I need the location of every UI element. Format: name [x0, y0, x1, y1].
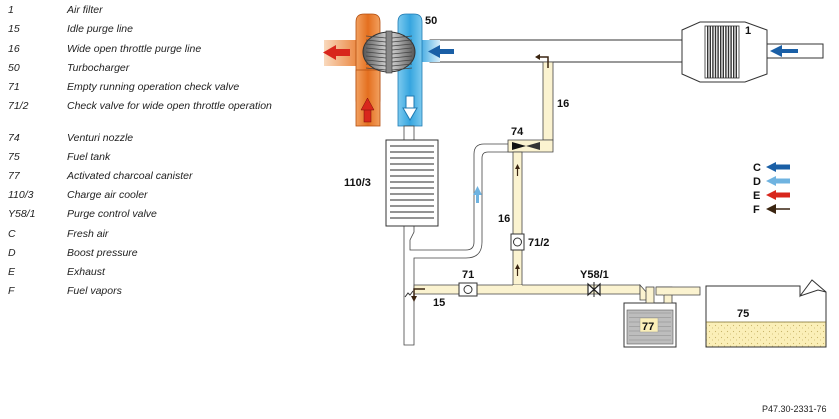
label-wot-line-mid: 16	[498, 213, 510, 225]
key-letter-d: D	[753, 176, 761, 188]
charge-air-cooler	[385, 139, 439, 227]
label-check-valve-wot: 71/2	[528, 237, 549, 249]
label-air-filter: 1	[745, 25, 751, 37]
legend-description: Air filter	[67, 4, 103, 16]
legend-code: 110/3	[8, 189, 34, 201]
air-filter	[681, 21, 768, 83]
reference-number: P47.30-2331-76	[762, 404, 827, 414]
legend-code: 71	[8, 81, 20, 93]
legend-description: Charge air cooler	[67, 189, 148, 201]
check-valve-71	[458, 282, 478, 297]
tank-vent-line	[655, 286, 701, 304]
legend-description: Activated charcoal canister	[67, 170, 193, 182]
label-canister: 77	[642, 321, 654, 333]
key-arrowhead-e	[766, 190, 776, 200]
turbocharger	[324, 13, 440, 127]
legend-description: Idle purge line	[67, 23, 133, 35]
legend-code: E	[8, 266, 16, 278]
key-arrowhead-f	[766, 204, 776, 214]
key-letter-e: E	[753, 190, 760, 202]
vapor-arrow-idle	[411, 288, 425, 302]
label-idle-line: 15	[433, 297, 445, 309]
venturi-nozzle	[507, 139, 554, 153]
label-venturi: 74	[511, 126, 524, 138]
wot-purge-line-upper	[542, 61, 554, 141]
idle-purge-line	[413, 283, 649, 301]
legend-description: Venturi nozzle	[67, 132, 134, 144]
fresh-air-arrow-turbo	[428, 45, 454, 58]
vapor-arrow-top	[535, 54, 549, 68]
legend-description: Turbocharger	[67, 62, 130, 74]
label-purge-valve: Y58/1	[580, 269, 609, 281]
key-arrowhead-c	[766, 162, 776, 172]
legend-description: Check valve for wide open throttle opera…	[67, 100, 272, 112]
legend-description: Fresh air	[67, 228, 109, 240]
legend-code: F	[8, 285, 15, 297]
charcoal-canister	[623, 286, 677, 348]
legend-code: 15	[8, 23, 20, 35]
legend-code: 71/2	[8, 100, 29, 112]
legend-code: 50	[8, 62, 20, 74]
key-letter-c: C	[753, 162, 761, 174]
legend-code: 1	[8, 4, 14, 16]
legend-code: D	[8, 247, 16, 259]
legend-description: Exhaust	[67, 266, 105, 278]
label-wot-line-top: 16	[557, 98, 569, 110]
throttle-symbol	[404, 290, 414, 298]
vapor-arrow-wot-1	[515, 164, 520, 176]
legend-description: Fuel tank	[67, 151, 111, 163]
legend-code: C	[8, 228, 16, 240]
boost-arrow-down	[402, 95, 418, 121]
fuel-tank	[705, 279, 827, 348]
boost-return-line	[403, 125, 513, 346]
key-arrow-c	[774, 164, 790, 170]
boost-arrow-return	[473, 186, 482, 203]
key-arrowhead-d	[766, 176, 776, 186]
label-cooler: 110/3	[344, 177, 371, 189]
key-letter-f: F	[753, 204, 760, 216]
legend-description: Fuel vapors	[67, 285, 122, 297]
legend-description: Wide open throttle purge line	[67, 43, 202, 55]
legend-description: Purge control valve	[67, 208, 157, 220]
legend-code: Y58/1	[8, 208, 36, 220]
check-valve-71-2	[510, 233, 525, 251]
legend-code: 77	[8, 170, 20, 182]
label-fuel-tank: 75	[737, 308, 749, 320]
purge-control-valve	[587, 282, 601, 297]
exhaust-arrow-out	[323, 45, 350, 60]
vapor-arrow-wot-2	[515, 264, 520, 276]
fresh-air-arrow-inlet	[770, 45, 798, 57]
key-arrow-e	[774, 192, 790, 198]
exhaust-arrow-up	[360, 97, 375, 123]
legend-code: 16	[8, 43, 20, 55]
label-turbocharger: 50	[425, 15, 437, 27]
legend-code: 74	[8, 132, 20, 144]
legend-code: 75	[8, 151, 20, 163]
legend-description: Empty running operation check valve	[67, 81, 240, 93]
key-arrow-d	[774, 178, 790, 184]
label-check-valve-idle: 71	[462, 269, 474, 281]
legend-description: Boost pressure	[67, 247, 138, 259]
